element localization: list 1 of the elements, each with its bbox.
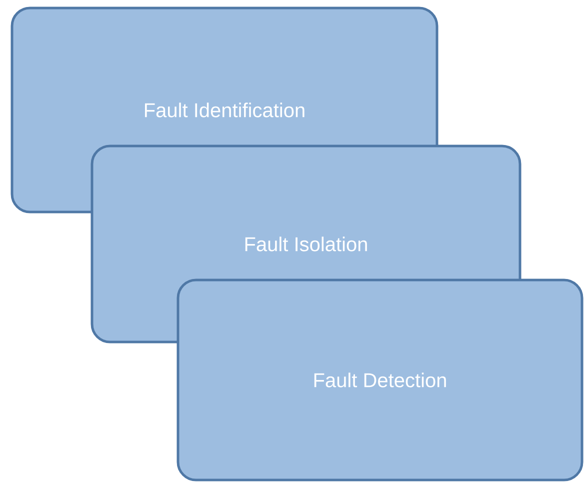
process-box: Fault Detection — [176, 278, 584, 482]
